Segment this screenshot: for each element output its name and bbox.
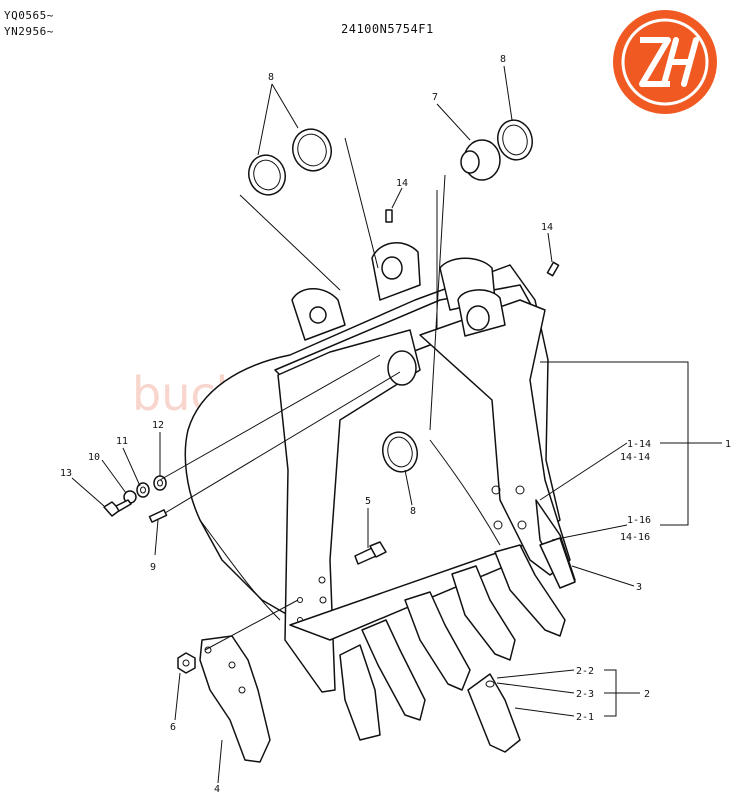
callout-2-1: 2-1 (576, 712, 594, 723)
callout-5: 5 (365, 496, 371, 507)
side-adapter-3 (539, 537, 576, 589)
callout-12: 12 (152, 420, 164, 431)
callout-13: 13 (60, 468, 72, 479)
bucket-body (184, 242, 571, 693)
bolt-13 (103, 499, 132, 517)
callout-7: 7 (432, 92, 438, 103)
washer-11 (136, 482, 150, 498)
callout-2-3: 2-3 (576, 689, 594, 700)
callout-8-top-left: 8 (268, 72, 274, 83)
leader-lines (71, 65, 722, 784)
seal-ring-8a (248, 154, 286, 196)
callout-2-2: 2-2 (576, 666, 594, 677)
callout-14-16: 14-16 (620, 532, 650, 543)
callout-8-lower: 8 (410, 506, 416, 517)
bucket-teeth-row (339, 499, 576, 741)
callout-6: 6 (170, 722, 176, 733)
serial-number-2: YN2956~ (4, 25, 54, 38)
serial-number-1: YQ0565~ (4, 9, 54, 22)
side-cutter-4 (199, 635, 271, 763)
callout-1-14: 1-14 (627, 439, 651, 450)
callout-9: 9 (150, 562, 156, 573)
nut-6 (177, 652, 196, 674)
zh-logo: ZH (613, 10, 717, 114)
callout-14-top: 14 (396, 178, 408, 189)
drawing-number: 24100N5754F1 (341, 22, 434, 36)
callout-10: 10 (88, 452, 100, 463)
callout-11: 11 (116, 436, 128, 447)
bolt-5 (354, 541, 387, 565)
callout-1: 1 (725, 439, 731, 450)
callout-1-16: 1-16 (627, 515, 651, 526)
seal-ring-8c (497, 119, 533, 161)
pin-14a (385, 209, 393, 223)
callout-2: 2 (644, 689, 650, 700)
callout-3: 3 (636, 582, 642, 593)
pin-14b (546, 261, 560, 277)
tooth-2 (467, 673, 521, 753)
callout-14-14: 14-14 (620, 452, 650, 463)
callout-14-right: 14 (541, 222, 553, 233)
callout-8-top-right: 8 (500, 54, 506, 65)
bushing-7 (460, 139, 501, 181)
seal-ring-8b (292, 128, 332, 172)
callout-4: 4 (214, 784, 220, 794)
